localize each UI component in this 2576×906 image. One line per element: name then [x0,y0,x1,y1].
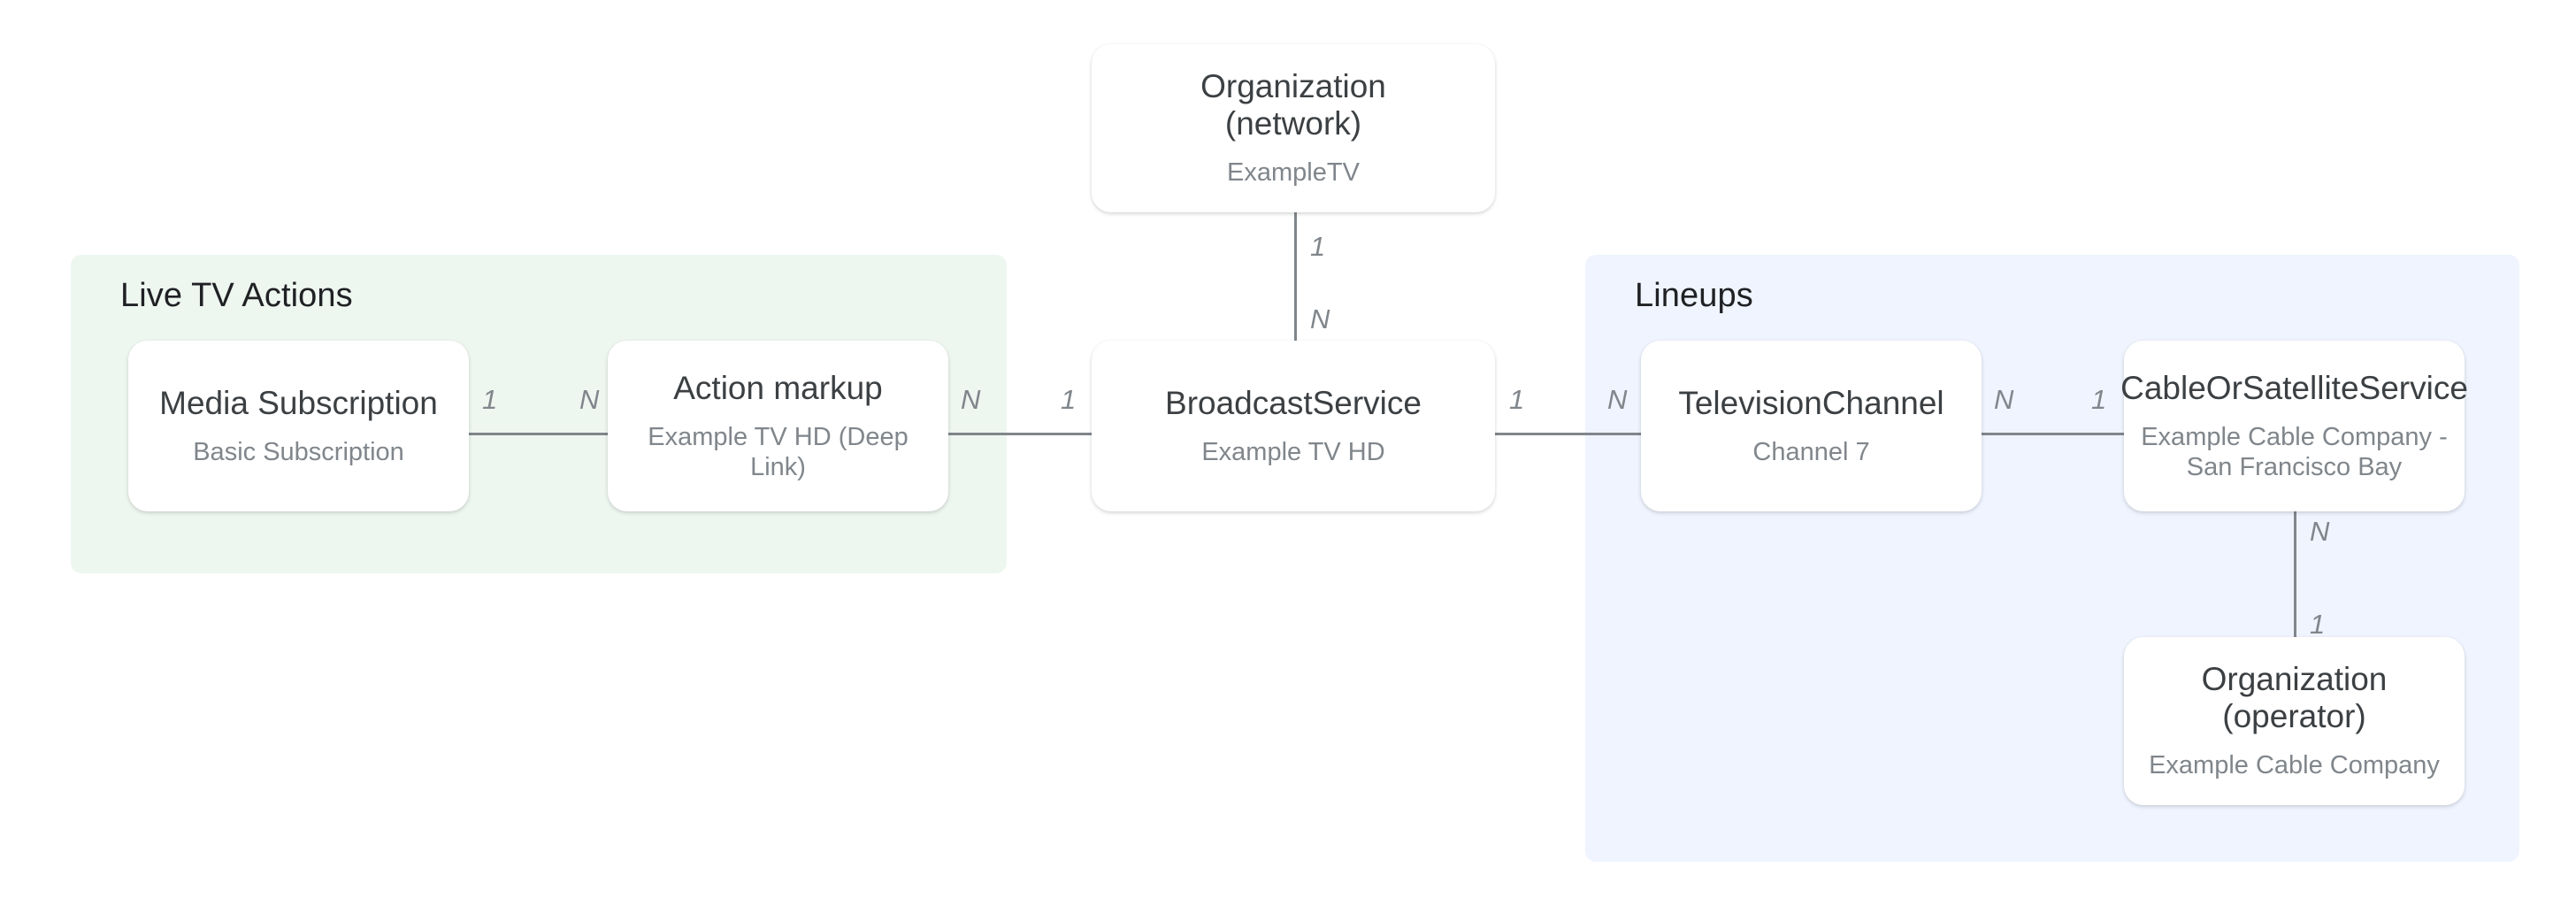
node-subtitle: Channel 7 [1752,438,1870,467]
node-subtitle: Example Cable Company [2149,751,2440,780]
node-media-subscription[interactable]: Media Subscription Basic Subscription [128,341,469,511]
edge-line-org-network-broadcast [1294,212,1297,342]
node-subtitle: Basic Subscription [193,438,404,467]
node-title: CableOrSatelliteService [2120,369,2468,406]
edge-line-television-channel-cable [1980,433,2125,435]
edge-label-cable-org-operator-from: N [2310,516,2330,547]
node-subtitle: Example Cable Company - San Francisco Ba… [2141,423,2448,482]
edge-label-broadcast-television-channel-to: N [1607,384,1628,415]
node-title: Media Subscription [159,384,438,421]
node-subtitle: ExampleTV [1227,158,1360,188]
edge-label-media-subscription-action-to: N [579,384,600,415]
node-title: TelevisionChannel [1678,384,1944,421]
node-television-channel[interactable]: TelevisionChannel Channel 7 [1641,341,1982,511]
edge-label-media-subscription-action-from: 1 [482,384,498,415]
node-subtitle: Example TV HD (Deep Link) [648,423,908,482]
node-title: BroadcastService [1165,384,1422,421]
node-organization-operator[interactable]: Organization (operator) Example Cable Co… [2124,637,2465,805]
node-action-markup[interactable]: Action markup Example TV HD (Deep Link) [608,341,948,511]
node-cable-or-satellite-service[interactable]: CableOrSatelliteService Example Cable Co… [2120,341,2468,511]
edge-label-org-network-broadcast-to: N [1310,303,1330,334]
edge-line-broadcast-television-channel [1493,433,1643,435]
group-title-live-tv-actions: Live TV Actions [120,277,353,314]
edge-label-cable-org-operator-to: 1 [2310,609,2326,640]
edge-label-television-channel-cable-to: 1 [2091,384,2107,415]
edge-label-action-broadcast-to: 1 [1061,384,1077,415]
node-subtitle: Example TV HD [1201,438,1385,467]
group-title-lineups: Lineups [1635,277,1753,314]
node-broadcast-service[interactable]: BroadcastService Example TV HD [1092,341,1495,511]
node-title: Action markup [673,369,883,406]
edge-line-cable-org-operator [2294,507,2296,638]
edge-label-action-broadcast-from: N [961,384,981,415]
node-title: Organization (operator) [2201,661,2388,734]
edge-line-action-broadcast [947,433,1093,435]
edge-label-broadcast-television-channel-from: 1 [1509,384,1525,415]
node-title: Organization (network) [1200,68,1386,142]
node-organization-network[interactable]: Organization (network) ExampleTV [1092,44,1495,212]
edge-label-television-channel-cable-from: N [1994,384,2014,415]
edge-line-media-subscription-action [467,433,610,435]
edge-label-org-network-broadcast-from: 1 [1310,231,1326,262]
